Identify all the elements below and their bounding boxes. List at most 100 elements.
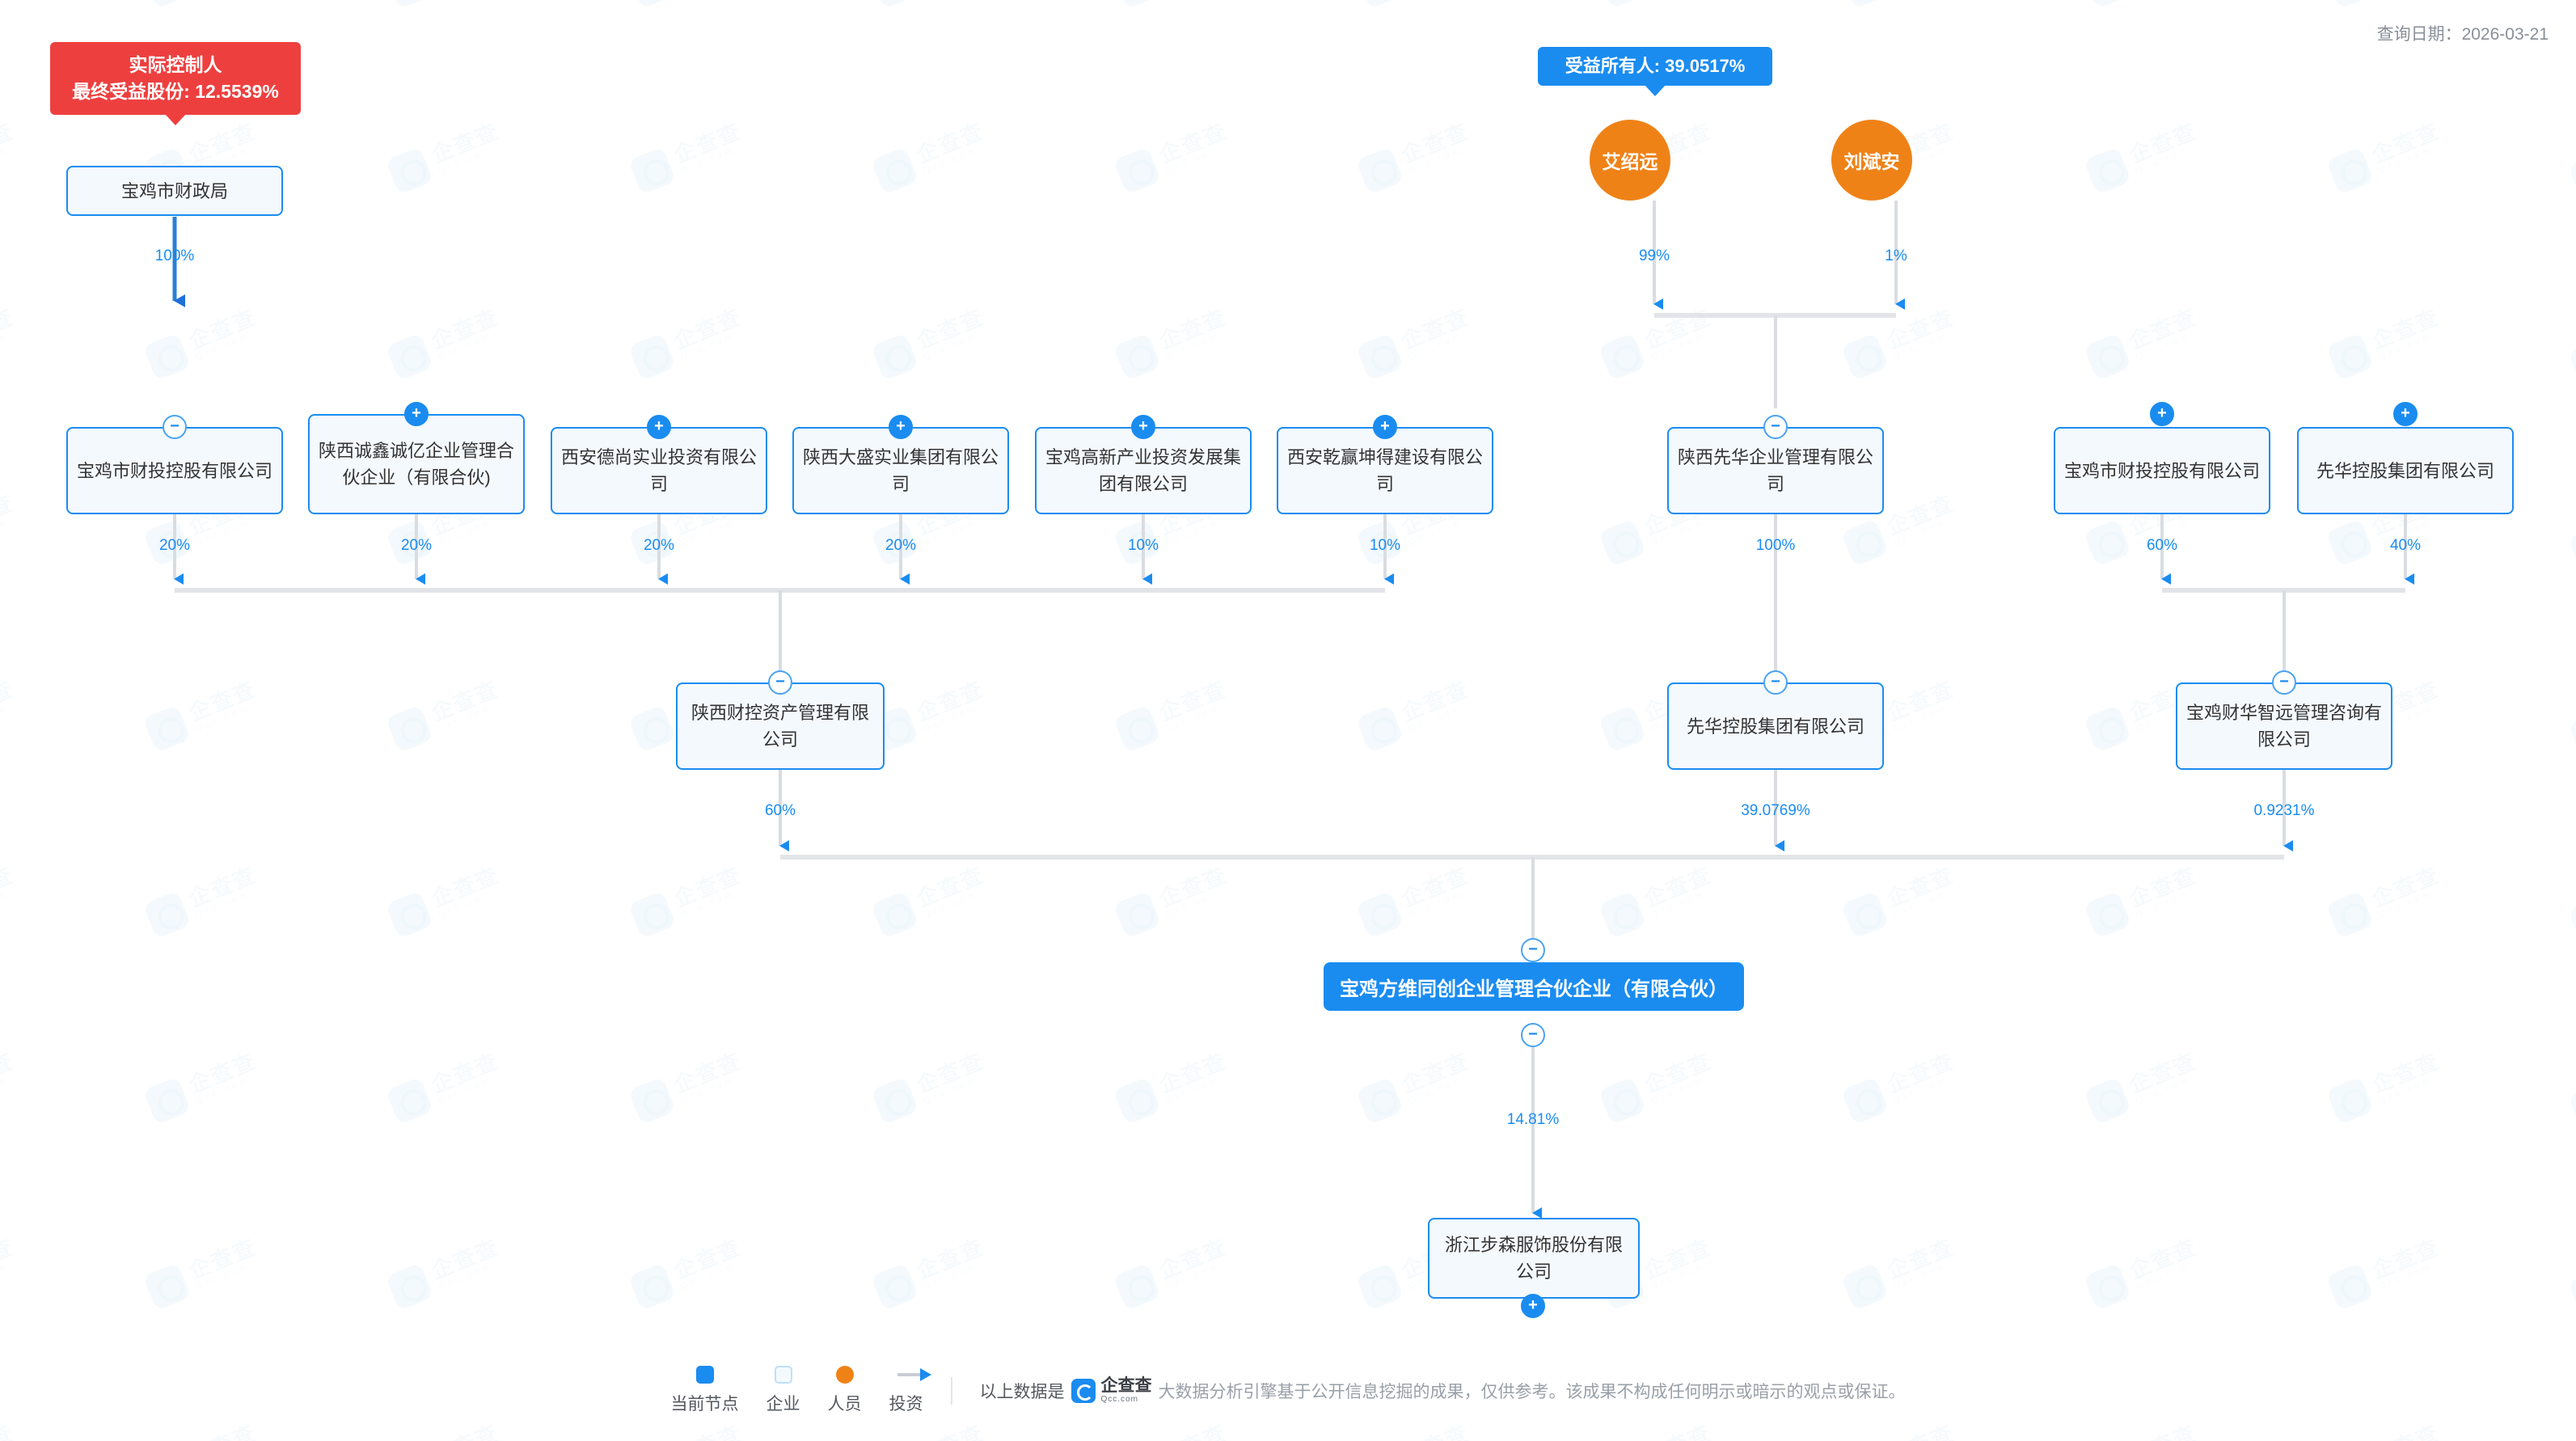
pct-xianhua-mgmt-to-holding: 100%	[1755, 537, 1796, 554]
actual-controller-tag: 实际控制人 最终受益股份: 12.5539%	[50, 42, 301, 125]
node-label: 陕西财控资产管理有限公司	[690, 703, 869, 750]
beneficial-owner-tag: 受益所有人: 39.0517%	[1538, 47, 1772, 96]
node-shaanxi-xianhua-mgmt[interactable]: 陕西先华企业管理有限公司	[1667, 427, 1884, 514]
node-person-liu-binan[interactable]: 刘斌安	[1831, 120, 1912, 201]
node-baoji-caitou-holding-t1[interactable]: 宝鸡市财投控股有限公司	[66, 427, 283, 514]
node-label: 西安德尚实业投资有限公司	[560, 447, 757, 494]
legend-label: 当前节点	[670, 1395, 739, 1414]
expand-toggle-shaanxi-chengxin[interactable]: +	[404, 402, 429, 426]
node-xian-qianying-kunde[interactable]: 西安乾赢坤得建设有限公司	[1277, 427, 1493, 514]
pct-tier1-2: 20%	[643, 537, 675, 554]
pct-caikong-to-current: 60%	[764, 802, 796, 819]
node-xianhua-holding-group-top[interactable]: 先华控股集团有限公司	[2297, 427, 2514, 514]
collapse-toggle-baoji-caitou-t1[interactable]: −	[163, 415, 187, 439]
collapse-toggle-current-up[interactable]: −	[1521, 938, 1545, 962]
node-label: 宝鸡方维同创企业管理合伙企业（有限合伙）	[1340, 978, 1728, 1000]
legend-item-person: 人员	[828, 1366, 862, 1415]
node-zhejiang-busen[interactable]: 浙江步森服饰股份有限公司	[1428, 1218, 1640, 1299]
node-baoji-finance-bureau[interactable]: 宝鸡市财政局	[66, 166, 283, 216]
node-label: 艾绍远	[1602, 151, 1658, 172]
minus-icon: −	[1771, 673, 1780, 691]
node-current-baoji-fangwei-tongchuang[interactable]: 宝鸡方维同创企业管理合伙企业（有限合伙）	[1324, 962, 1744, 1011]
node-label: 陕西大盛实业集团有限公司	[802, 447, 999, 494]
collapse-toggle-shaanxi-caikong[interactable]: −	[768, 670, 792, 695]
node-baoji-gaoxin[interactable]: 宝鸡高新产业投资发展集团有限公司	[1035, 427, 1252, 514]
plus-icon: +	[2157, 404, 2167, 422]
plus-icon: +	[1380, 417, 1390, 435]
pct-bureau-to-caitou: 100%	[154, 247, 195, 264]
collapse-toggle-baoji-caihua[interactable]: −	[2272, 670, 2296, 695]
expand-toggle-shaanxi-dasheng[interactable]: +	[889, 415, 913, 439]
pct-current-to-bottom: 14.81%	[1506, 1111, 1560, 1128]
minus-icon: −	[1528, 1025, 1538, 1043]
node-label: 先华控股集团有限公司	[2316, 460, 2494, 481]
pct-tier1-5: 10%	[1369, 537, 1401, 554]
pct-tier1-0: 20%	[158, 537, 191, 554]
node-xian-deshang[interactable]: 西安德尚实业投资有限公司	[551, 427, 767, 514]
legend-item-invest: 投资	[889, 1366, 931, 1415]
node-baoji-caitou-holding-t2[interactable]: 宝鸡市财投控股有限公司	[2054, 427, 2270, 514]
qcc-logo: 企查查 Qcc.com	[1071, 1377, 1152, 1404]
expand-toggle-zhejiang-busen[interactable]: +	[1521, 1294, 1545, 1318]
legend-label: 投资	[889, 1395, 923, 1414]
plus-icon: +	[2401, 404, 2410, 422]
node-shaanxi-chengxin-chengyi[interactable]: 陕西诚鑫诚亿企业管理合伙企业（有限合伙)	[308, 414, 525, 514]
expand-toggle-baoji-gaoxin[interactable]: +	[1131, 415, 1155, 439]
controller-tag-line2: 最终受益股份: 12.5539%	[72, 81, 279, 102]
node-label: 西安乾赢坤得建设有限公司	[1286, 447, 1483, 494]
minus-icon: −	[775, 673, 785, 691]
node-shaanxi-caikong-asset-mgmt[interactable]: 陕西财控资产管理有限公司	[676, 682, 885, 770]
node-label: 陕西先华企业管理有限公司	[1677, 447, 1873, 494]
legend-item-entity: 企业	[766, 1366, 800, 1415]
plus-icon: +	[896, 417, 906, 435]
qcc-brand-en: Qcc.com	[1100, 1395, 1138, 1404]
legend-item-current: 当前节点	[671, 1366, 739, 1415]
pct-tier1-1: 20%	[400, 537, 433, 554]
node-label: 宝鸡高新产业投资发展集团有限公司	[1045, 447, 1241, 494]
minus-icon: −	[1528, 940, 1538, 958]
pct-caitou-to-caihua: 60%	[2146, 537, 2178, 554]
pct-person-left: 99%	[1638, 247, 1670, 264]
disclaimer: 以上数据是 企查查 Qcc.com 大数据分析引擎基于公开信息挖掘的成果，仅供参…	[980, 1377, 1906, 1404]
pct-caihua-to-current: 0.9231%	[2253, 802, 2315, 819]
legend-label: 企业	[766, 1395, 800, 1414]
footer: 当前节点 企业 人员 投资 以上数据是 企查查 Qcc.com	[0, 1366, 2576, 1415]
pct-person-right: 1%	[1885, 247, 1907, 264]
node-label: 先华控股集团有限公司	[1686, 716, 1864, 737]
pct-xianhua-mid-to-current: 39.0769%	[1741, 802, 1810, 819]
qcc-brand-cn: 企查查	[1100, 1376, 1152, 1395]
node-label: 浙江步森服饰股份有限公司	[1444, 1235, 1623, 1282]
node-baoji-caihua-zhiyuan[interactable]: 宝鸡财华智远管理咨询有限公司	[2176, 682, 2392, 770]
expand-toggle-xianhua-holding-top[interactable]: +	[2393, 402, 2418, 426]
pct-tier1-3: 20%	[885, 537, 917, 554]
disclaimer-text: 大数据分析引擎基于公开信息挖掘的成果，仅供参考。该成果不构成任何明示或暗示的观点…	[1158, 1382, 1906, 1401]
arrow-right-icon	[897, 1366, 931, 1384]
legend-label: 人员	[827, 1395, 862, 1414]
minus-icon: −	[170, 417, 179, 435]
query-date: 查询日期：2026-03-21	[2376, 25, 2549, 44]
plus-icon: +	[1138, 417, 1148, 435]
node-label: 宝鸡市财投控股有限公司	[2063, 460, 2260, 481]
pct-xianhua-top-to-caihua: 40%	[2389, 537, 2422, 554]
expand-toggle-xian-qianying[interactable]: +	[1373, 415, 1397, 439]
minus-icon: −	[2279, 673, 2289, 691]
node-label: 宝鸡市财投控股有限公司	[76, 460, 272, 481]
node-xianhua-holding-group-mid[interactable]: 先华控股集团有限公司	[1667, 682, 1884, 770]
legend: 当前节点 企业 人员 投资	[671, 1366, 931, 1415]
node-label: 陕西诚鑫诚亿企业管理合伙企业（有限合伙)	[318, 441, 514, 488]
person-swatch-icon	[835, 1366, 854, 1384]
qcc-wordmark: 企查查 Qcc.com	[1101, 1377, 1152, 1404]
plus-icon: +	[412, 404, 421, 422]
expand-toggle-baoji-caitou-t2[interactable]: +	[2150, 402, 2174, 426]
expand-toggle-xian-deshang[interactable]: +	[647, 415, 671, 439]
node-person-ai-shaoyuan[interactable]: 艾绍远	[1590, 120, 1670, 201]
collapse-toggle-current-down[interactable]: −	[1521, 1023, 1545, 1047]
collapse-toggle-xianhua-holding-mid[interactable]: −	[1763, 670, 1788, 695]
plus-icon: +	[654, 417, 664, 435]
collapse-toggle-xianhua-mgmt[interactable]: −	[1763, 415, 1788, 439]
node-label: 刘斌安	[1843, 151, 1900, 172]
qcc-mark-icon	[1071, 1378, 1096, 1403]
node-shaanxi-dasheng[interactable]: 陕西大盛实业集团有限公司	[792, 427, 1009, 514]
pct-tier1-4: 10%	[1127, 537, 1159, 554]
plus-icon: +	[1528, 1296, 1538, 1314]
